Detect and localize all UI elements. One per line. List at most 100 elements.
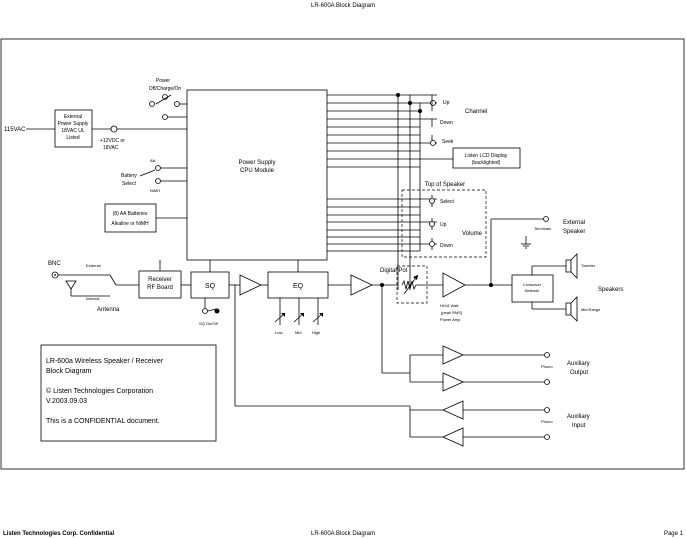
label-seek: Seek <box>442 139 454 145</box>
digital-pot-arrow <box>413 275 418 280</box>
crossover-line2: Network <box>525 288 540 293</box>
tweeter-icon <box>565 259 572 273</box>
ext-supply-line2: Power Supply <box>58 121 89 127</box>
eq-low-pot-arrow <box>281 313 285 317</box>
bnc-pin-icon <box>54 274 56 276</box>
power-title: Power <box>156 78 171 84</box>
info-version: V.2003.09.03 <box>46 398 87 405</box>
label-eq-high: High <box>312 330 320 335</box>
ext-speaker-line1: External <box>563 220 585 226</box>
junction-dot <box>396 93 400 97</box>
receiver-rf-board <box>138 270 182 299</box>
midrange-cone-icon <box>570 296 578 322</box>
antenna-switch-lever-icon <box>109 274 117 286</box>
power-switch-contact-on <box>174 101 180 107</box>
info-title: LR-600a Wireless Speaker / Receiver <box>46 358 164 365</box>
lcd-display <box>452 147 521 169</box>
label-select: Select <box>440 199 455 205</box>
battery-contact-alk <box>155 165 161 171</box>
label-external-antenna: External <box>86 263 101 268</box>
power-modes: Off/Charge/On <box>149 86 182 92</box>
label-volume-down: Down <box>440 243 453 249</box>
label-tweeter: Tweeter <box>581 263 596 268</box>
label-terminals: Terminals <box>534 226 551 231</box>
label-internal-antenna: Internal <box>86 296 99 301</box>
ext-speaker-terminal <box>543 216 549 222</box>
info-subtitle: Block Diagram <box>46 368 92 375</box>
power-switch-lever-icon <box>155 94 172 105</box>
receiver-line2: RF Board <box>147 285 173 291</box>
aux-input-line1: Auxiliary <box>567 414 590 420</box>
label-speakers: Speakers <box>598 287 623 293</box>
label-midrange: Mid Range <box>581 307 601 312</box>
info-copyright: © Listen Technologies Corporation <box>46 387 153 395</box>
label-eq: EQ <box>293 283 304 290</box>
eq-mid-pot-arrow <box>300 313 304 317</box>
sq-switch-contact <box>214 308 220 314</box>
squelch-block <box>190 271 230 299</box>
crossover-line1: Crossover <box>523 282 542 287</box>
aux-out-amp-icon <box>442 345 464 365</box>
receiver-line1: Receiver <box>148 277 172 283</box>
lcd-line2: (backlighted) <box>472 160 501 166</box>
label-volume-up: Up <box>440 222 447 228</box>
dc-jack-icon <box>110 125 118 133</box>
aux-in-amp-icon <box>442 427 464 447</box>
label-eq-mid: Mid <box>295 330 301 335</box>
batteries-line2: Alkaline or NiMH <box>111 221 149 227</box>
aux-output-line2: Output <box>570 370 588 376</box>
eq-high-pot-arrow <box>319 313 323 317</box>
ext-supply-line1: External <box>64 114 82 120</box>
aux-out-amp-icon <box>442 372 464 392</box>
lcd-line1: Listen LCD Display <box>465 153 508 159</box>
top-of-speaker-area <box>401 189 487 258</box>
footer-center: LR-600A Block Diagram <box>311 531 375 537</box>
external-power-supply <box>54 109 93 148</box>
psu-line2: CPU Module <box>240 168 275 174</box>
phono-in-jack-icon <box>544 434 550 440</box>
label-digital-pot: Digital Pot <box>380 268 408 274</box>
tweeter-cone-icon <box>570 253 578 279</box>
battery-pack <box>104 203 157 233</box>
label-eq-low: Low <box>275 330 282 335</box>
label-channel: Channel <box>465 109 487 115</box>
vdc-line2: 18VAC <box>103 145 119 151</box>
label-channel-up: Up <box>443 100 450 106</box>
select-contact <box>429 198 435 204</box>
battery-select-line1: Battery <box>121 173 137 179</box>
psu-cpu-module <box>186 89 328 261</box>
digital-pot-area <box>396 265 428 304</box>
amp-line1: Hi/18 Watt <box>440 303 459 308</box>
ext-supply-line4: Listed <box>66 135 80 141</box>
label-top-of-speaker: Top of Speaker <box>425 182 465 188</box>
label-phono-in: Phono <box>541 419 553 424</box>
label-antenna: Antenna <box>97 307 120 313</box>
amp-line3: Power Amp <box>440 317 461 322</box>
crossover-network <box>511 274 554 303</box>
page-header: LR-600A Block Diagram <box>311 3 375 9</box>
buffer-amp-icon <box>239 274 262 296</box>
psu-line1: Power Supply <box>238 160 275 166</box>
battery-select-line2: Select <box>122 181 137 187</box>
battery-pointer <box>139 169 156 177</box>
phono-out-jack-icon <box>544 352 550 358</box>
label-alk: Alk <box>150 158 156 163</box>
seek-contact <box>430 140 436 146</box>
midrange-icon <box>565 302 572 316</box>
diagram-frame <box>0 38 685 470</box>
info-box <box>40 344 217 442</box>
label-sq-onoff: SQ On/Off <box>199 321 218 326</box>
junction-dot <box>408 101 412 105</box>
control-bus <box>327 94 453 290</box>
power-switch-contact-off <box>149 101 155 107</box>
volume-up-contact <box>429 221 435 227</box>
junction-dot <box>418 109 422 113</box>
vdc-line1: +12VDC or <box>100 138 125 144</box>
phono-out-jack-icon <box>544 379 550 385</box>
footer-page-number: Page 1 <box>664 531 684 537</box>
ext-supply-line3: 18VAC UL <box>61 128 84 134</box>
label-volume: Volume <box>462 231 483 237</box>
antenna-icon <box>65 280 77 290</box>
